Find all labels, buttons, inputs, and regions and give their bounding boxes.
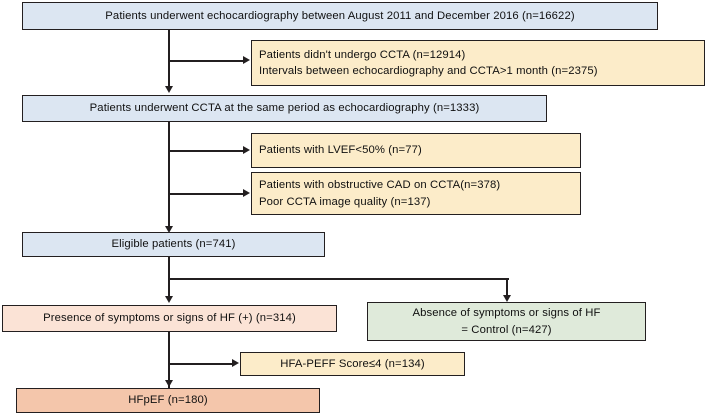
connector-branch-exclusion-3 <box>168 193 244 195</box>
node-exclusion-low-lvef-label: Patients with LVEF<50% (n=77) <box>259 144 422 157</box>
node-ccta-cohort-label: Patients underwent CCTA at the same peri… <box>89 102 480 115</box>
node-exclusion-no-ccta-line-2: Intervals between echocardiography and C… <box>259 65 598 77</box>
node-symptoms-present-label: Presence of symptoms or signs of HF (+) … <box>43 312 296 325</box>
connector-drop-control <box>506 278 508 298</box>
arrowhead-to-presence <box>164 296 173 303</box>
arrowhead-to-control <box>502 295 511 302</box>
node-hfapeff-score-low: HFA-PEFF Score≤4 (n=134) <box>240 352 465 376</box>
arrowhead-to-hfpef <box>164 380 173 387</box>
node-exclusion-obstructive-cad-line-2: Poor CCTA image quality (n=137) <box>259 195 431 208</box>
node-control-group-line-2: = Control (n=427) <box>461 323 552 336</box>
node-exclusion-obstructive-cad: Patients with obstructive CAD on CCTA(n=… <box>251 172 581 215</box>
node-symptoms-present: Presence of symptoms or signs of HF (+) … <box>2 305 337 332</box>
node-exclusion-no-ccta-line-1: Patients didn't undergo CCTA (n=12914) <box>259 48 466 61</box>
connector-branch-exclusion-1 <box>168 60 244 62</box>
node-exclusion-low-lvef: Patients with LVEF<50% (n=77) <box>251 133 581 168</box>
connector-branch-control <box>168 278 509 280</box>
connector-trunk-3 <box>168 257 170 298</box>
connector-trunk-1 <box>168 30 170 88</box>
arrowhead-to-ccta-cohort <box>164 86 173 93</box>
node-eligible-patients-label: Eligible patients (n=741) <box>111 238 236 251</box>
arrowhead-to-eligible <box>164 226 173 233</box>
node-hfpef-final: HFpEF (n=180) <box>16 388 320 413</box>
node-echocardiography-cohort: Patients underwent echocardiography betw… <box>22 2 658 30</box>
node-exclusion-no-ccta: Patients didn't undergo CCTA (n=12914) I… <box>251 40 705 86</box>
connector-branch-exclusion-2 <box>168 150 244 152</box>
connector-branch-hfapeff <box>168 363 234 365</box>
arrowhead-to-hfapeff <box>232 359 239 367</box>
node-eligible-patients: Eligible patients (n=741) <box>22 232 325 257</box>
arrowhead-to-exclusion-2 <box>243 146 250 154</box>
connector-trunk-2 <box>168 122 170 228</box>
arrowhead-to-exclusion-1 <box>243 56 250 64</box>
node-hfpef-final-label: HFpEF (n=180) <box>128 394 208 407</box>
node-control-group-line-1: Absence of symptoms or signs of HF <box>412 307 601 320</box>
node-ccta-cohort: Patients underwent CCTA at the same peri… <box>22 95 547 122</box>
node-exclusion-obstructive-cad-line-1: Patients with obstructive CAD on CCTA(n=… <box>259 179 501 192</box>
connector-trunk-4 <box>168 332 170 388</box>
node-control-group: Absence of symptoms or signs of HF = Con… <box>367 302 646 341</box>
arrowhead-to-exclusion-3 <box>243 189 250 197</box>
node-hfapeff-score-low-label: HFA-PEFF Score≤4 (n=134) <box>280 357 425 370</box>
node-echocardiography-cohort-label: Patients underwent echocardiography betw… <box>105 9 575 22</box>
